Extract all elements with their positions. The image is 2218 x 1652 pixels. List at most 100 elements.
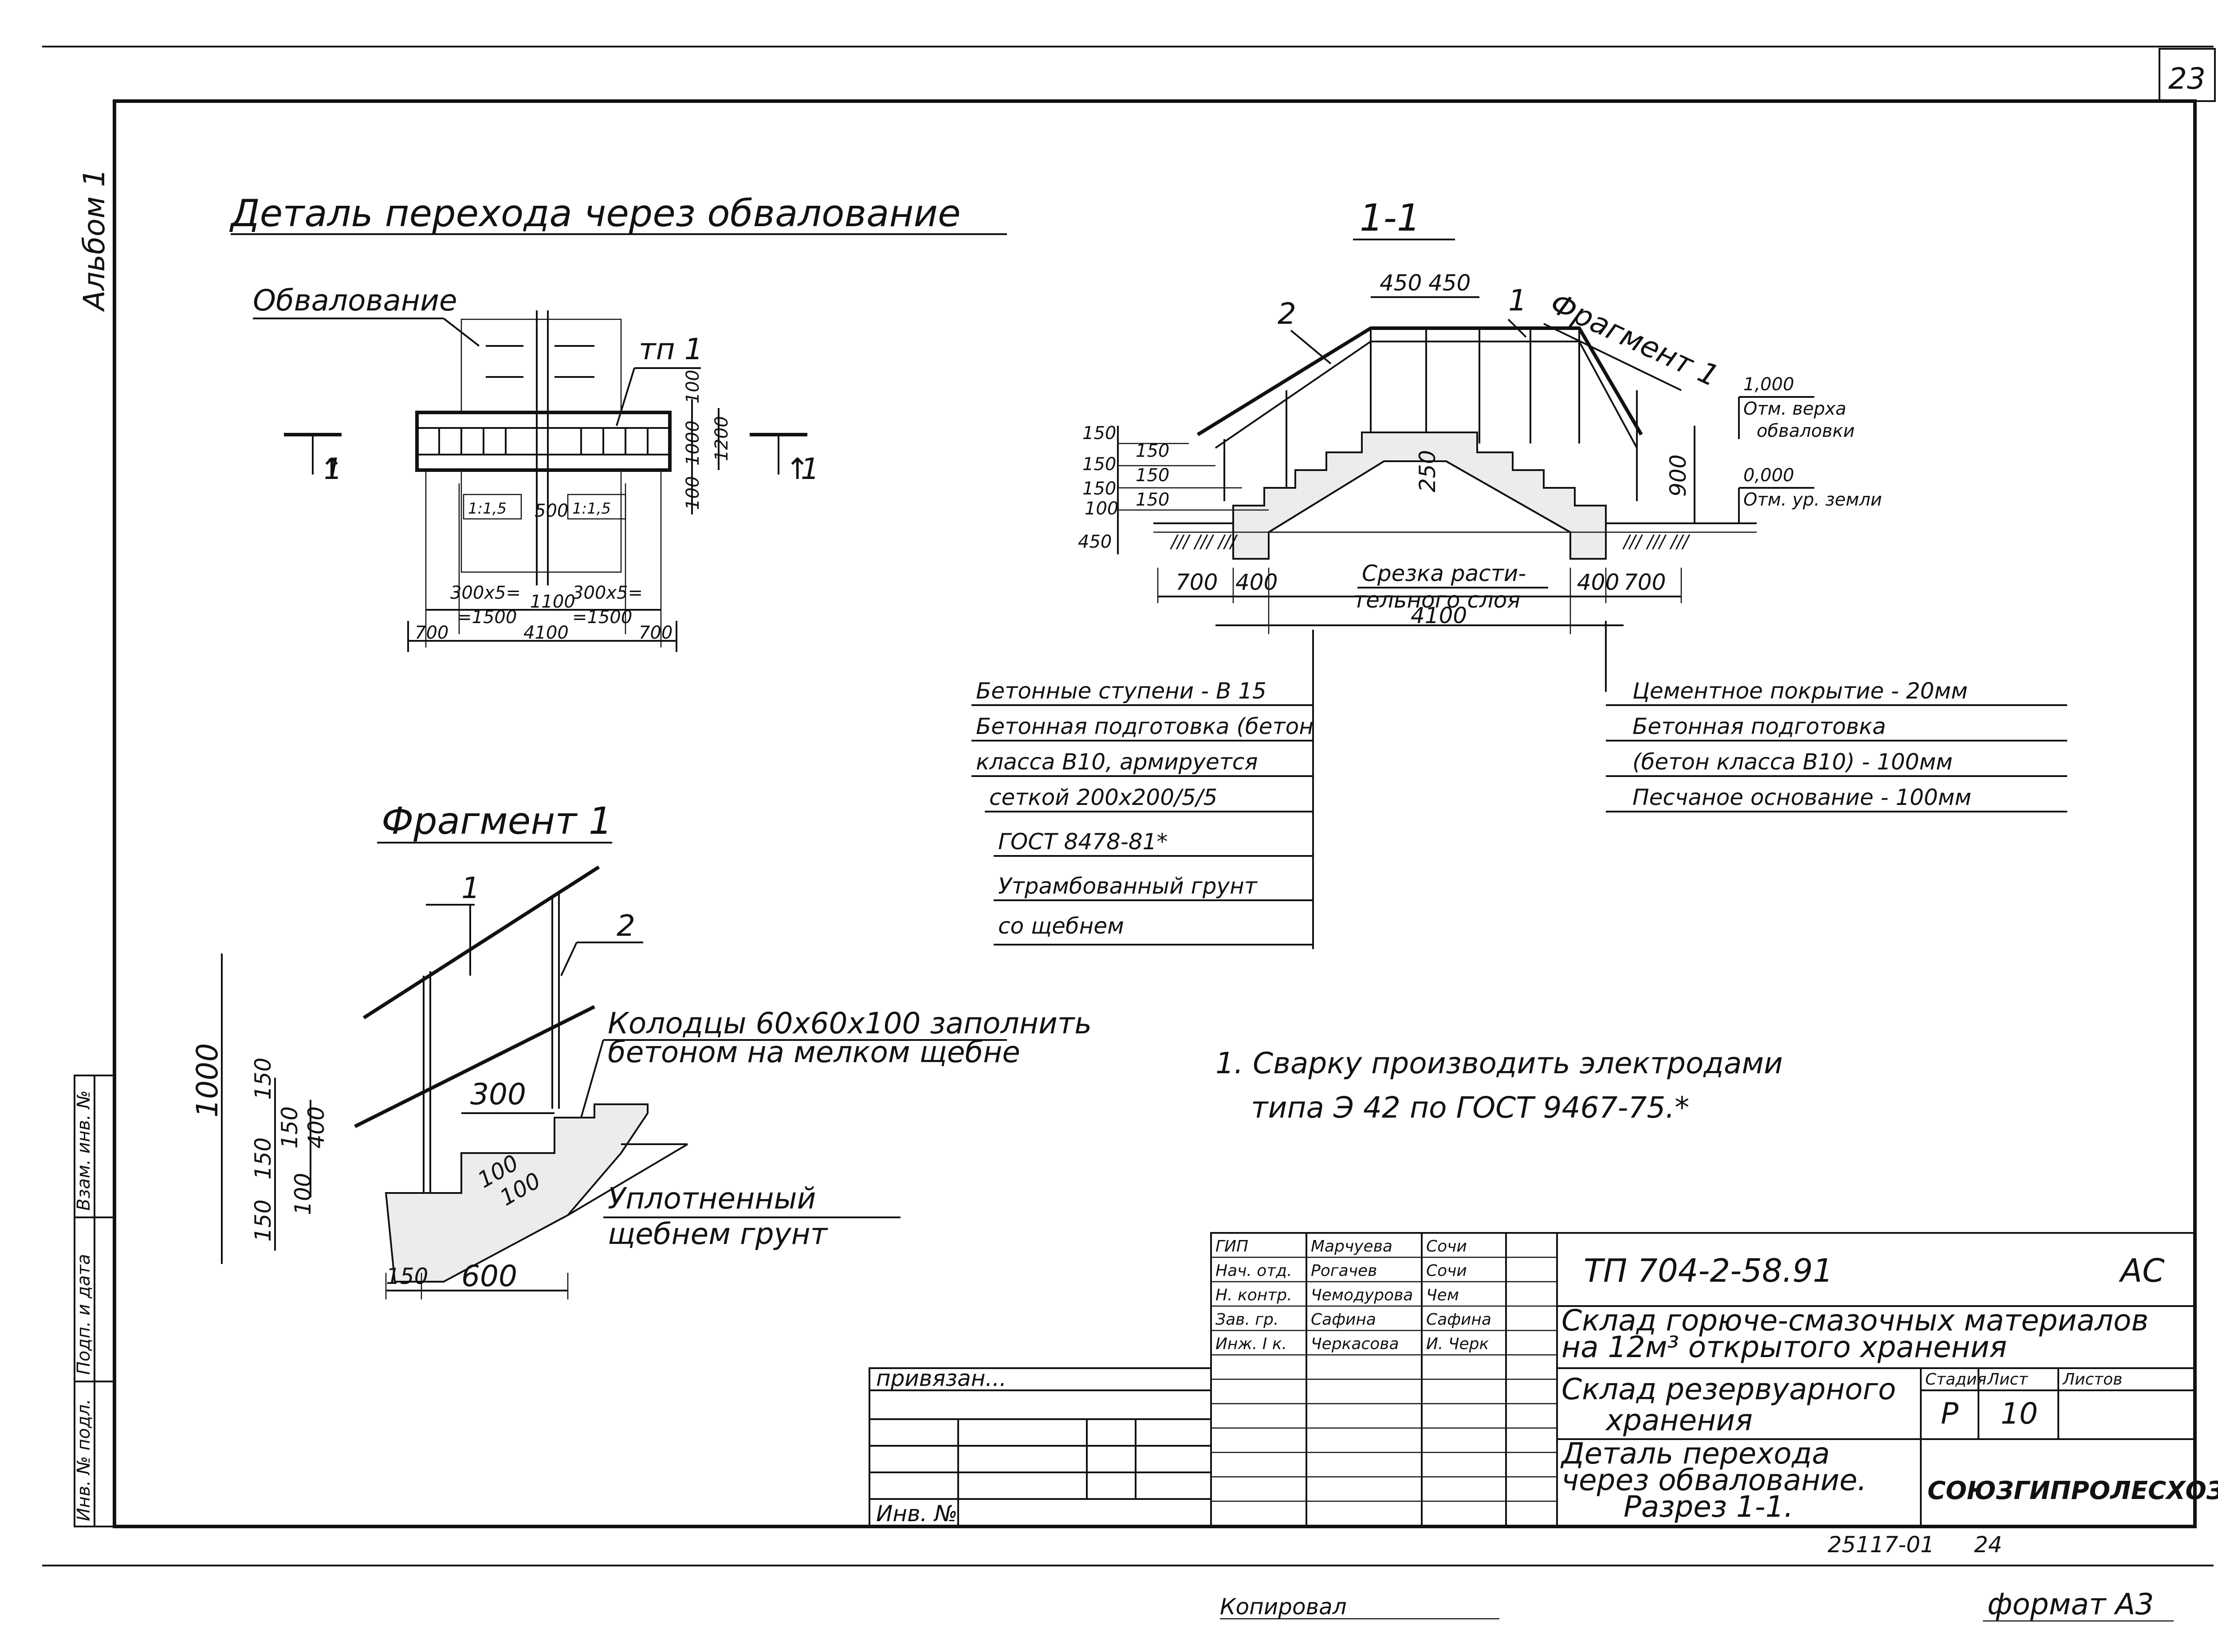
elev-ground-value: 0,000 — [1743, 465, 1794, 486]
svg-text:150: 150 — [1082, 423, 1116, 443]
svg-text:Рогачев: Рогачев — [1311, 1262, 1377, 1280]
svg-text:700: 700 — [415, 623, 448, 643]
svg-text:400: 400 — [1577, 569, 1619, 595]
svg-text:150: 150 — [1082, 454, 1116, 475]
svg-text:600: 600 — [461, 1259, 517, 1293]
svg-text:100: 100 — [290, 1173, 316, 1215]
svg-text:700: 700 — [639, 623, 672, 643]
svg-text:Отм. ур. земли: Отм. ур. земли — [1743, 490, 1882, 510]
note-line-1: 1. Сварку производить электродами — [1215, 1046, 1783, 1080]
svg-text:класса В10, армируется: класса В10, армируется — [976, 749, 1258, 775]
svg-text:ГИП: ГИП — [1215, 1237, 1248, 1256]
svg-text:обваловки: обваловки — [1757, 421, 1855, 441]
svg-text:450: 450 — [1380, 270, 1422, 296]
format-label: формат А3 — [1987, 1587, 2154, 1621]
svg-text:Чемодурова: Чемодурова — [1311, 1286, 1413, 1304]
svg-text:100: 100 — [683, 476, 703, 510]
archive-sheet: 24 — [1974, 1532, 2002, 1558]
stage-header: Стадия — [1925, 1370, 1986, 1389]
svg-text:700: 700 — [1624, 569, 1666, 595]
inv-no-label: Инв. № — [876, 1501, 957, 1526]
svg-text:Цементное покрытие - 20мм: Цементное покрытие - 20мм — [1632, 678, 1968, 704]
plan-view: Деталь перехода через обвалование Обвало… — [229, 192, 1007, 652]
svg-text:Песчаное основание - 100мм: Песчаное основание - 100мм — [1632, 785, 1971, 810]
embankment-label: Обвалование — [253, 283, 457, 318]
svg-text:150: 150 — [1082, 479, 1116, 499]
person-row-2: Н. контр. Чемодурова Чем — [1215, 1286, 1459, 1304]
svg-text:150: 150 — [1136, 441, 1169, 461]
svg-text:400: 400 — [1235, 569, 1278, 595]
section-mark-left-arrow: ↑ — [319, 452, 344, 486]
svg-text:150: 150 — [277, 1107, 303, 1149]
note-line-2: типа Э 42 по ГОСТ 9467-75.* — [1251, 1091, 1689, 1125]
inv-sub-label: Инв. № подл. — [74, 1399, 94, 1521]
svg-text:Бетонная подготовка: Бетонная подготовка — [1632, 714, 1886, 739]
svg-text:150: 150 — [250, 1058, 276, 1100]
document-mark: АС — [2119, 1252, 2165, 1289]
sheet-header: Лист — [1986, 1370, 2028, 1389]
drawing-name-2: через обвалование. — [1561, 1463, 1867, 1497]
spec-right-line-3: Песчаное основание - 100мм — [1606, 785, 2067, 812]
svg-text:Зав. гр.: Зав. гр. — [1215, 1311, 1278, 1329]
svg-text:300х5=: 300х5= — [450, 583, 521, 603]
svg-text:/// /// ///: /// /// /// — [1622, 532, 1691, 552]
fragment-note-4: щебнем грунт — [608, 1217, 829, 1251]
organization: СОЮЗГИПРОЛЕСХОЗ — [1927, 1476, 2218, 1505]
section-pos2: 2 — [1278, 297, 1296, 331]
svg-text:/// /// ///: /// /// /// — [1170, 532, 1238, 552]
svg-text:700: 700 — [1176, 569, 1218, 595]
fragment-note-3: Уплотненный — [608, 1181, 816, 1216]
elev-top-value: 1,000 — [1743, 374, 1794, 395]
svg-text:1200: 1200 — [712, 416, 732, 461]
svg-text:Отм. верха: Отм. верха — [1743, 399, 1846, 419]
svg-text:150: 150 — [250, 1138, 276, 1180]
svg-text:450: 450 — [1078, 532, 1112, 552]
signature: И. Черк — [1426, 1335, 1489, 1353]
svg-text:Сафина: Сафина — [1311, 1311, 1376, 1329]
title-block: привязан... Инв. № ГИП Марчуева Сочи Нач… — [869, 1232, 2218, 1527]
svg-text:100: 100 — [1085, 498, 1118, 519]
project-name-2: на 12м³ открытого хранения — [1561, 1330, 2007, 1364]
signature: Сафина — [1426, 1311, 1491, 1329]
svg-text:300х5=: 300х5= — [572, 583, 643, 603]
spec-right: Цементное покрытие - 20мм Бетонная подго… — [1606, 678, 2067, 812]
svg-text:4100: 4100 — [1411, 603, 1467, 628]
section-title: 1-1 — [1360, 196, 1420, 239]
section-mark-right-arrow: ↑ — [785, 452, 810, 486]
svg-text:150: 150 — [1136, 490, 1169, 510]
svg-text:4100: 4100 — [523, 623, 569, 643]
svg-text:=1500: =1500 — [572, 607, 632, 628]
archive-number: 25117-01 — [1828, 1532, 1935, 1558]
svg-text:Инж. I к.: Инж. I к. — [1215, 1335, 1287, 1353]
section-mark-right: 1 — [801, 452, 819, 486]
spec-left: Бетонные ступени - В 15 Бетонная подгото… — [971, 678, 1313, 946]
svg-text:Утрамбованный грунт: Утрамбованный грунт — [998, 873, 1258, 899]
drawing-name-1: Деталь перехода — [1560, 1436, 1830, 1471]
svg-text:Н. контр.: Н. контр. — [1215, 1286, 1292, 1304]
spec-left-line-6: со щебнем — [994, 913, 1313, 946]
spec-right-line-0: Цементное покрытие - 20мм — [1606, 678, 2067, 706]
spec-left-line-0: Бетонные ступени - В 15 — [971, 678, 1313, 706]
sheet-value: 10 — [2001, 1397, 2038, 1431]
svg-text:150: 150 — [250, 1200, 276, 1242]
person-row-1: Нач. отд. Рогачев Сочи — [1215, 1262, 1467, 1280]
svg-text:400: 400 — [303, 1107, 329, 1149]
svg-text:сеткой 200х200/5/5: сеткой 200х200/5/5 — [989, 785, 1217, 810]
signature: Чем — [1426, 1286, 1459, 1304]
section-mark-left: 1 — [324, 452, 342, 486]
svg-text:500: 500 — [535, 501, 568, 521]
spec-right-line-1: Бетонная подготовка — [1606, 714, 2067, 742]
side-stamp: Инв. № подл. Подп. и дата Взам. инв. № — [74, 1075, 115, 1527]
svg-text:Черкасова: Черкасова — [1311, 1335, 1399, 1353]
spec-left-line-2: класса В10, армируется — [971, 749, 1313, 777]
svg-text:150: 150 — [1136, 465, 1169, 486]
album-label: Альбом 1 — [77, 169, 111, 312]
svg-text:(бетон класса В10) - 100мм: (бетон класса В10) - 100мм — [1632, 749, 1953, 775]
svg-text:300: 300 — [470, 1077, 526, 1111]
spec-left-line-3: сеткой 200х200/5/5 — [985, 785, 1313, 812]
svg-text:1000: 1000 — [190, 1043, 224, 1118]
person-row-3: Зав. гр. Сафина Сафина — [1215, 1311, 1491, 1329]
cut-label-2: тельного слоя — [1353, 587, 1520, 613]
signature: Сочи — [1426, 1237, 1467, 1256]
